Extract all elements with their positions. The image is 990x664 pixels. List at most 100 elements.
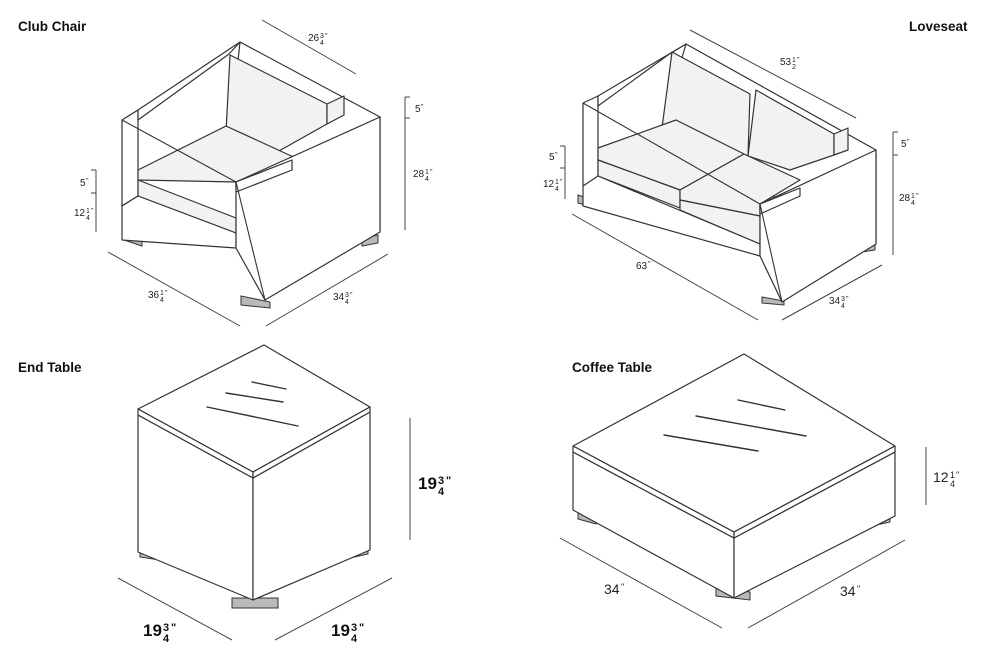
end-table-glass-glare: [206, 406, 299, 427]
loveseat-seat-height-label: 12 1 4 ": [543, 179, 563, 193]
coffee-table-height-label: 12 1 4 ": [933, 469, 959, 489]
svg-text:4: 4: [555, 186, 559, 193]
loveseat-width-label: 63 ": [636, 261, 651, 272]
end-table-width-label: 19 3 4 ": [143, 621, 176, 645]
svg-text:4: 4: [425, 176, 429, 183]
svg-text:34: 34: [333, 292, 345, 303]
club-chair-seat-height-label: 12 1 4 ": [74, 208, 94, 222]
loveseat-width-line: [571, 213, 759, 321]
svg-text:36: 36: [148, 290, 160, 301]
svg-text:3: 3: [351, 622, 357, 634]
svg-text:1: 1: [86, 208, 90, 215]
coffee-table-glass-glare: [695, 415, 807, 437]
svg-text:": ": [555, 152, 558, 159]
loveseat-back-height-label: 5 ": [901, 139, 910, 150]
svg-text:3: 3: [320, 33, 324, 40]
club-chair-right-arm-top: [235, 159, 293, 193]
svg-text:19: 19: [143, 621, 162, 640]
svg-text:4: 4: [345, 299, 349, 306]
svg-text:28: 28: [899, 193, 911, 204]
end-table-width-line: [117, 577, 233, 641]
svg-text:5: 5: [549, 152, 555, 163]
club-chair-depth-top-label: 26 3 4 ": [308, 33, 328, 47]
coffee-table-width-line: [559, 537, 723, 629]
loveseat-right-arm-top: [759, 187, 801, 215]
club-chair-width-label: 36 1 4 ": [148, 290, 168, 304]
club-chair-depth-top-line: [261, 19, 357, 75]
club-chair-back-cushion-side: [326, 95, 345, 125]
coffee-table-drawing: 12 1 4 " 34 " 34 ": [559, 353, 959, 629]
club-chair-total-height-label: 28 1 4 ": [413, 169, 433, 183]
coffee-table-glass-glare: [737, 399, 786, 411]
club-chair-left-arm-top: [137, 41, 241, 121]
loveseat-title: Loveseat: [909, 19, 968, 34]
svg-text:34: 34: [840, 583, 856, 599]
club-chair-depth-label: 34 3 4 ": [333, 292, 353, 306]
svg-text:5: 5: [415, 104, 421, 115]
svg-text:": ": [846, 296, 849, 303]
svg-text:1: 1: [160, 290, 164, 297]
club-chair-back-height-label: 5 ": [415, 104, 424, 115]
svg-text:": ": [621, 582, 624, 592]
coffee-table-depth-label: 34 ": [840, 583, 860, 599]
loveseat-total-height-label: 28 1 4 ": [899, 193, 919, 207]
svg-text:19: 19: [418, 474, 437, 493]
svg-text:": ": [648, 261, 651, 268]
loveseat-drawing: 53 1 2 " 5 " 28 1 4 " 5 " 12 1 4 " 63 ": [543, 29, 919, 321]
svg-text:": ": [421, 104, 424, 111]
svg-text:3: 3: [438, 475, 444, 487]
svg-text:1: 1: [792, 57, 796, 64]
coffee-table-top-edge-right: [733, 445, 896, 539]
svg-text:53: 53: [780, 57, 792, 68]
loveseat-left-arm-top: [597, 43, 687, 107]
loveseat-foot: [761, 296, 785, 306]
svg-text:1: 1: [425, 169, 429, 176]
svg-text:4: 4: [438, 486, 445, 498]
svg-text:4: 4: [320, 40, 324, 47]
svg-text:4: 4: [163, 633, 170, 645]
coffee-table-glass-glare: [663, 434, 759, 452]
svg-text:12: 12: [74, 208, 86, 219]
club-chair-width-line: [107, 251, 241, 327]
end-table-height-label: 19 3 4 ": [418, 474, 451, 498]
coffee-table-title: Coffee Table: [572, 360, 653, 375]
svg-text:": ": [171, 622, 176, 634]
svg-text:": ": [560, 179, 563, 186]
loveseat-back-cushion-side: [833, 127, 849, 156]
svg-text:28: 28: [413, 169, 425, 180]
svg-text:": ": [916, 193, 919, 200]
svg-text:3: 3: [345, 292, 349, 299]
loveseat-left-arm: [582, 95, 599, 187]
loveseat-depth-line: [781, 264, 883, 321]
end-table-top-edge-right: [252, 406, 371, 479]
end-table-title: End Table: [18, 360, 82, 375]
svg-text:12: 12: [933, 469, 949, 485]
svg-text:": ": [857, 584, 860, 594]
svg-text:": ": [359, 622, 364, 634]
svg-text:12: 12: [543, 179, 555, 190]
loveseat-depth-label: 34 3 4 ": [829, 296, 849, 310]
svg-text:63: 63: [636, 261, 648, 272]
svg-text:": ": [165, 290, 168, 297]
end-table-depth-label: 19 3 4 ": [331, 621, 364, 645]
svg-text:4: 4: [950, 479, 955, 489]
end-table-glass-glare: [251, 381, 287, 390]
coffee-table-width-label: 34 ": [604, 581, 624, 597]
svg-text:5: 5: [80, 178, 86, 189]
svg-text:": ": [350, 292, 353, 299]
svg-text:": ": [907, 139, 910, 146]
club-chair-depth-line: [265, 253, 389, 327]
club-chair-title: Club Chair: [18, 19, 87, 34]
svg-text:4: 4: [86, 215, 90, 222]
end-table-drawing: 19 3 4 " 19 3 4 " 19 3 4 ": [117, 344, 451, 645]
loveseat-back-width-line: [689, 29, 857, 119]
end-table-foot: [231, 597, 279, 609]
loveseat-right-arm: [759, 149, 877, 303]
club-chair-back-cushion: [225, 54, 328, 157]
svg-text:": ": [86, 178, 89, 185]
svg-text:1: 1: [950, 470, 955, 480]
svg-text:3: 3: [841, 296, 845, 303]
svg-text:4: 4: [911, 200, 915, 207]
svg-text:": ": [797, 57, 800, 64]
